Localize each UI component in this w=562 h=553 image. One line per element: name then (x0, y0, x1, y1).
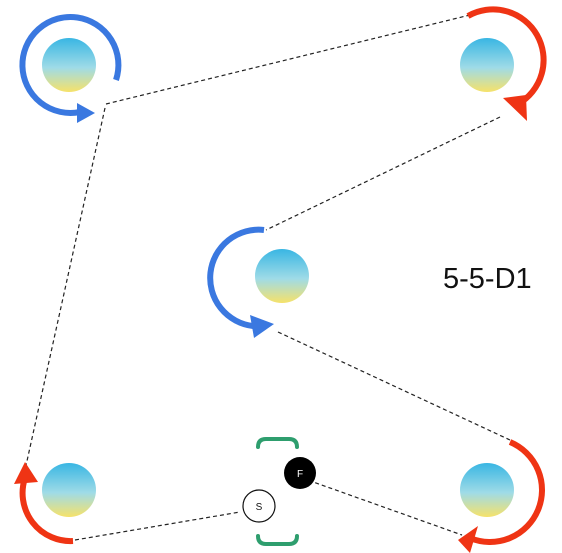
clockwise-arrowhead-icon (250, 315, 274, 338)
gate-bottom-bracket (256, 534, 299, 546)
obstacle-top-right (460, 38, 514, 92)
counterclockwise-arrowhead-icon (503, 95, 527, 121)
clockwise-arrow-icon (207, 226, 265, 329)
start-marker: S (242, 489, 276, 523)
gate-top-bracket (256, 437, 299, 449)
finish-marker: F (284, 457, 316, 489)
cone-icon (42, 463, 96, 517)
path-segment (24, 107, 106, 471)
rotation-arrows (14, 6, 547, 553)
path-segment (277, 331, 511, 441)
gate (256, 437, 299, 546)
obstacle-top-left (42, 38, 96, 92)
cone-icon (460, 38, 514, 92)
start-label: S (256, 502, 263, 513)
counterclockwise-arrow-icon (19, 477, 74, 545)
course-path (24, 14, 511, 541)
diagram-code-label: 5-5-D1 (443, 263, 532, 295)
counterclockwise-arrow-icon (466, 6, 547, 107)
cone-icon (42, 38, 96, 92)
counterclockwise-arrowhead-icon (14, 462, 38, 484)
obstacle-bottom-left (42, 463, 96, 517)
path-segment (301, 477, 463, 536)
clockwise-arrow-icon (19, 13, 122, 116)
counterclockwise-arrowhead-icon (458, 526, 478, 553)
cone-icon (460, 463, 514, 517)
path-segment (74, 511, 241, 541)
counterclockwise-arrow-icon (468, 439, 545, 545)
obstacle-middle (255, 249, 309, 303)
cone-icon (255, 249, 309, 303)
finish-label: F (297, 469, 303, 480)
clockwise-arrowhead-icon (77, 103, 95, 123)
path-segment (265, 116, 501, 231)
obstacle-bottom-right (460, 463, 514, 517)
path-segment (105, 14, 471, 105)
